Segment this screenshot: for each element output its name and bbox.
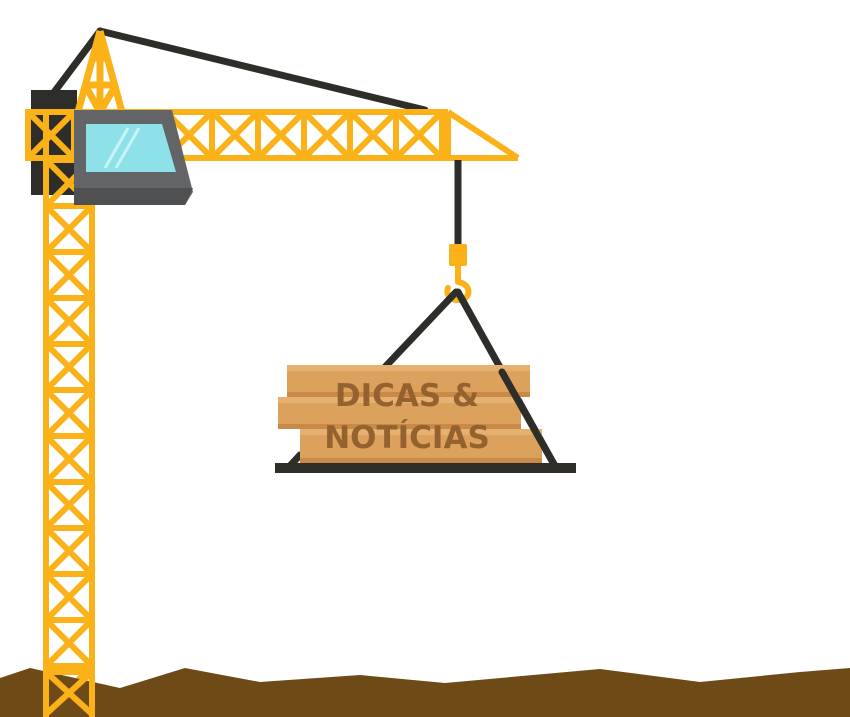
load-platform	[275, 463, 576, 473]
cab-window	[86, 124, 176, 172]
lattice-strut	[43, 249, 95, 301]
crane-hook-icon	[444, 244, 472, 304]
lattice-strut	[255, 109, 307, 161]
crane-cab	[74, 110, 193, 205]
sign-title-line1: DICAS &	[335, 378, 479, 414]
crane-base	[43, 669, 95, 717]
crane-cables	[48, 27, 429, 114]
crane-counterweight	[31, 90, 77, 195]
lattice-strut	[43, 571, 95, 623]
lattice-strut	[43, 387, 95, 439]
lattice-strut	[43, 203, 95, 255]
lattice-strut	[301, 109, 353, 161]
crane-jib-end	[25, 109, 77, 161]
crane-tower	[43, 110, 95, 717]
crane-apex	[74, 30, 126, 114]
lattice-strut	[209, 109, 261, 161]
lattice-strut	[43, 479, 95, 531]
lattice-strut	[43, 525, 95, 577]
load-sling-front	[498, 368, 559, 470]
lattice-strut	[393, 109, 445, 161]
lattice-strut	[43, 617, 95, 669]
lattice-strut	[43, 295, 95, 347]
ground	[0, 668, 850, 717]
lattice-strut	[347, 109, 399, 161]
lattice-strut	[43, 341, 95, 393]
lattice-strut	[43, 433, 95, 485]
wooden-planks-icon	[278, 365, 542, 463]
sign-title-line2: NOTÍCIAS	[324, 420, 490, 456]
